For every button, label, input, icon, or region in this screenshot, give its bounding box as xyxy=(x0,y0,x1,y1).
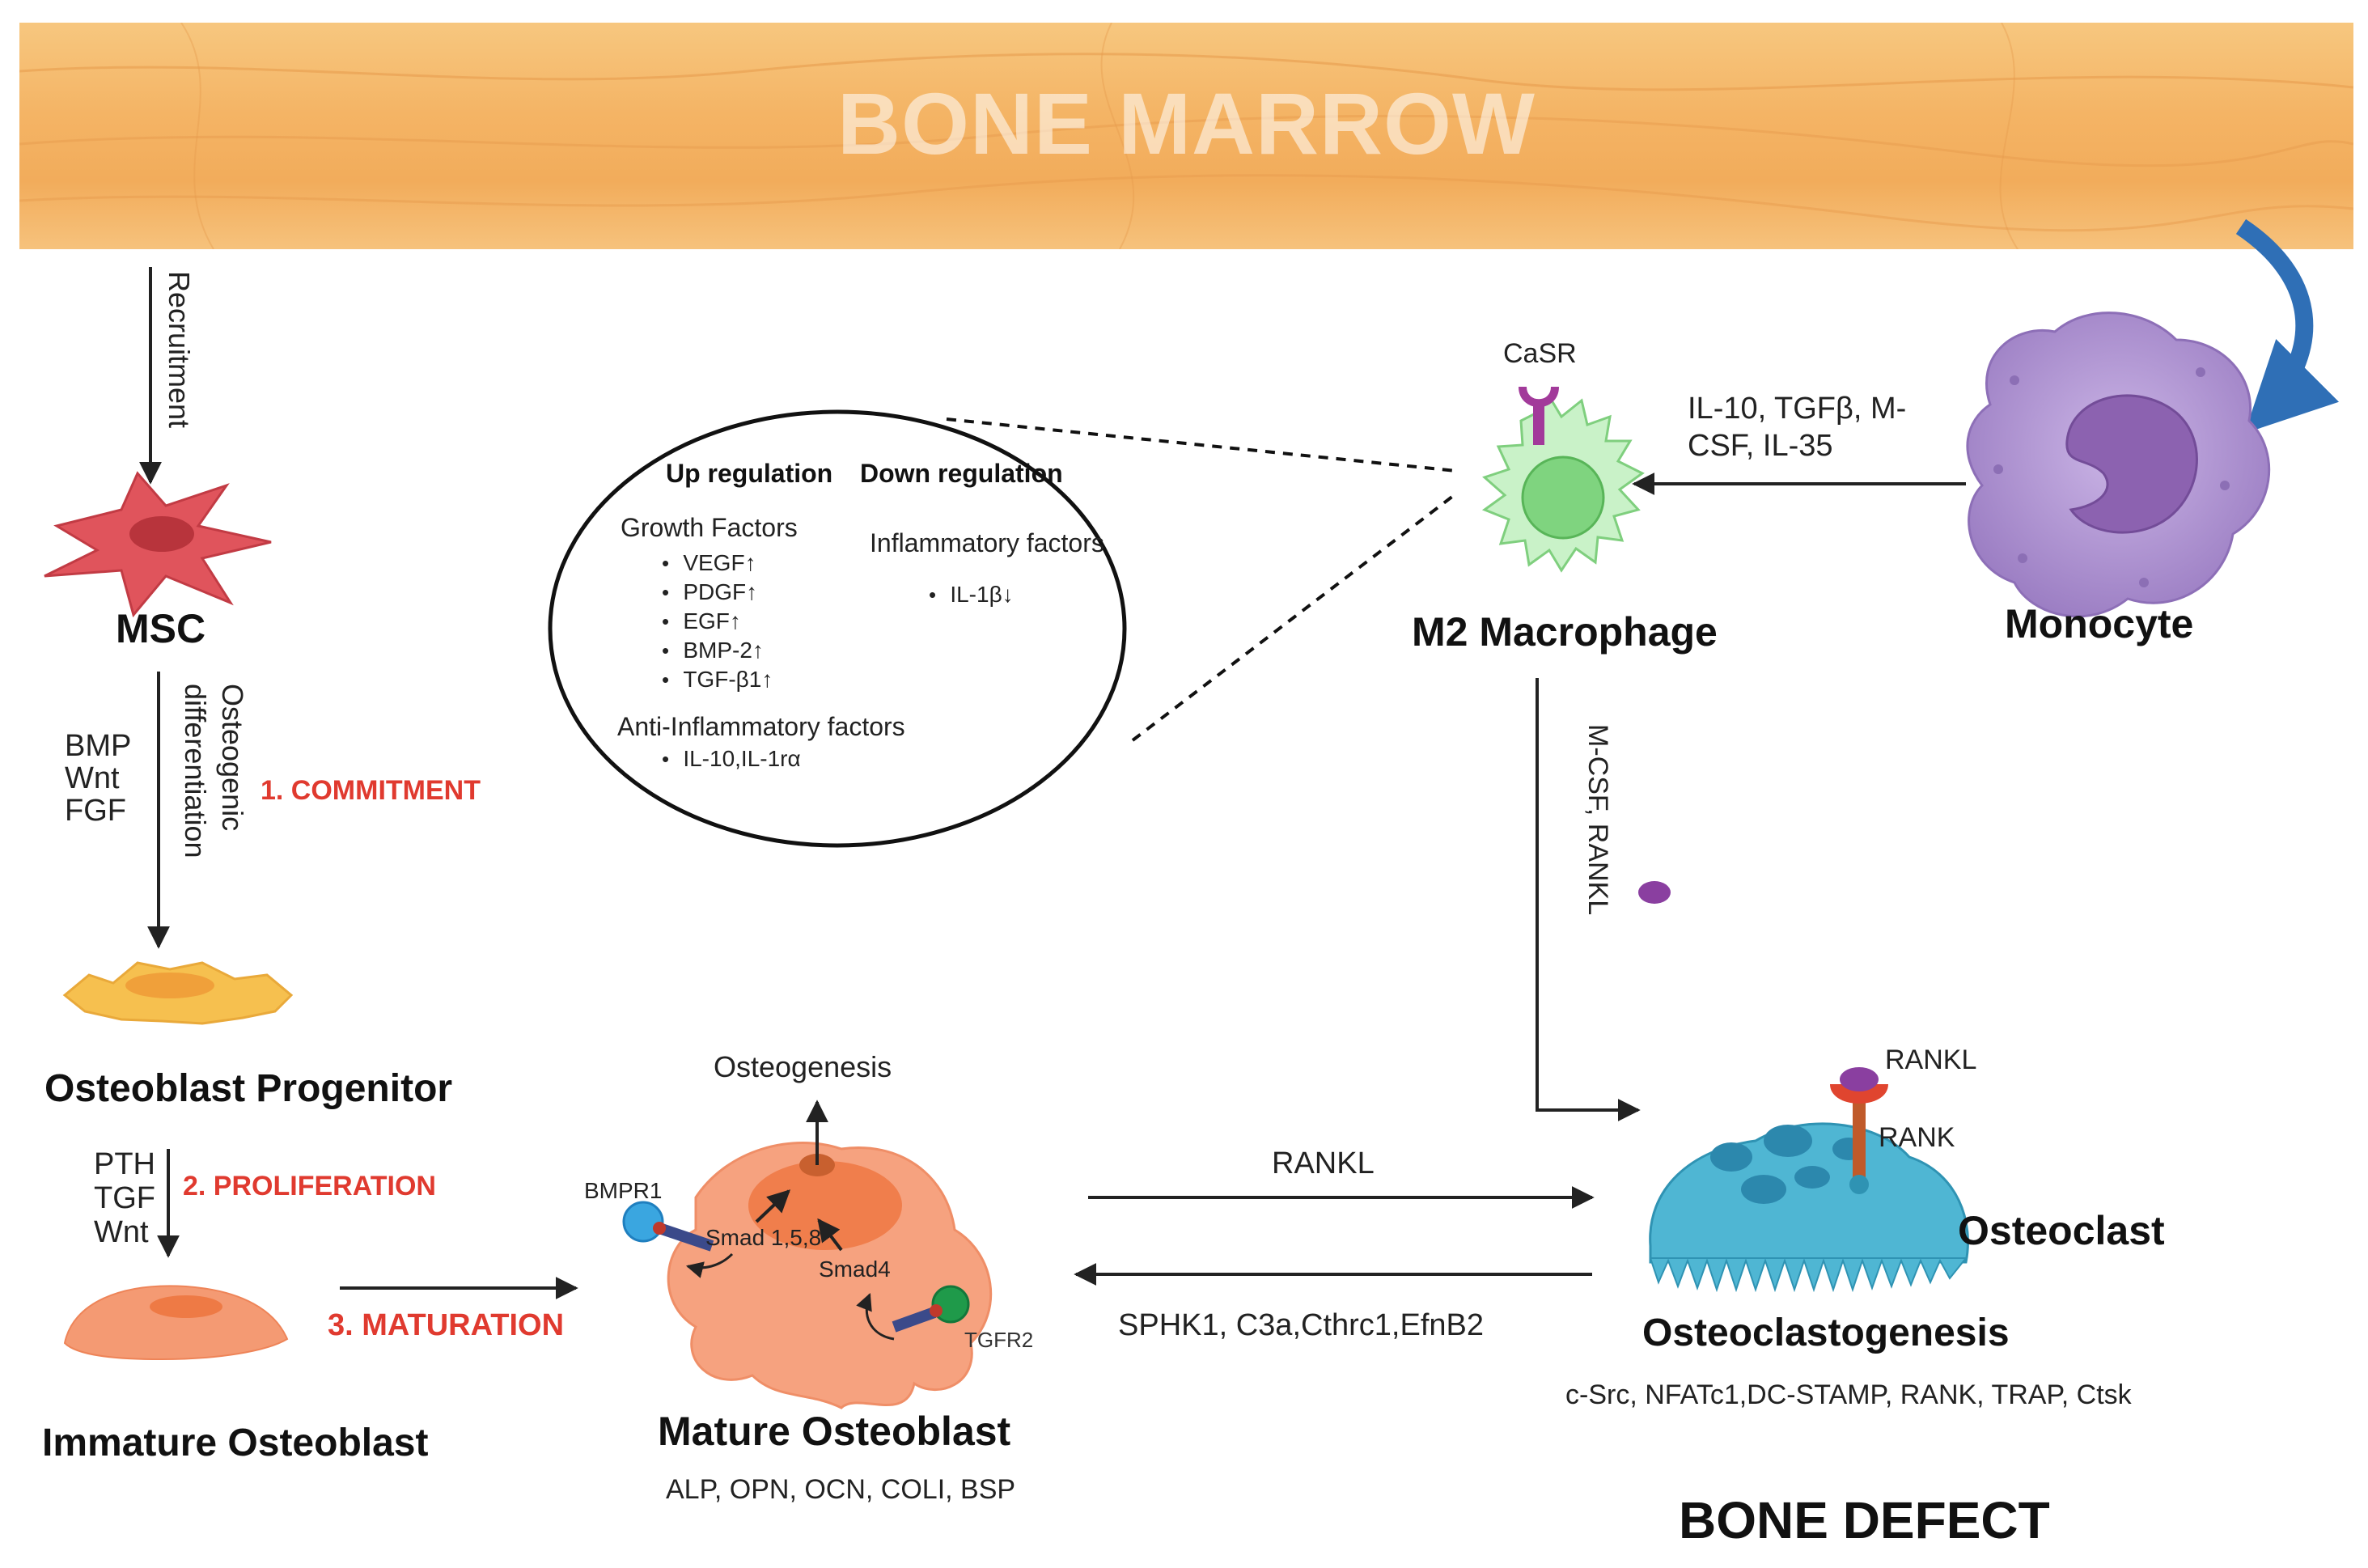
smad4-label: Smad4 xyxy=(819,1257,891,1282)
blue-curved-arrow xyxy=(2235,218,2340,434)
monocyte-signals: IL-10, TGFβ, M- CSF, IL-35 xyxy=(1688,390,1906,464)
recruitment-label: Recruitment xyxy=(163,271,196,429)
growth-item: BMP-2↑ xyxy=(662,636,773,665)
smad158-label: Smad 1,5,8 xyxy=(705,1225,822,1250)
banner-title: BONE MARROW xyxy=(837,74,1536,172)
inflammatory-factors-list: IL-1β↓ xyxy=(929,580,1013,609)
feedback-arrow-label: SPHK1, C3a,Cthrc1,EfnB2 xyxy=(1118,1308,1484,1342)
osteoclast-rankl-label: RANKL xyxy=(1885,1045,1977,1075)
bmpr1-label: BMPR1 xyxy=(584,1178,663,1203)
growth-factors-title: Growth Factors xyxy=(621,513,798,542)
bone-defect-label: BONE DEFECT xyxy=(1679,1491,2050,1549)
factors1-list: BMP Wnt FGF xyxy=(65,730,131,827)
factor-pth: PTH xyxy=(94,1147,155,1181)
tgfr2-label: TGFR2 xyxy=(964,1328,1034,1352)
rankl-arrow-label: RANKL xyxy=(1272,1146,1375,1180)
osteoblast-progenitor-label: Osteoblast Progenitor xyxy=(44,1067,453,1110)
immature-osteoblast-label: Immature Osteoblast xyxy=(42,1422,429,1464)
osteogenic-label: Osteogenic xyxy=(216,684,249,832)
osteoclastogenesis-label: Osteoclastogenesis xyxy=(1642,1312,2010,1354)
osteoclast-markers-label: c-Src, NFATc1,DC-STAMP, RANK, TRAP, Ctsk xyxy=(1565,1379,2132,1410)
osteoclast-label: Osteoclast xyxy=(1958,1208,2165,1253)
factor-bmp: BMP xyxy=(65,729,132,763)
mature-osteoblast-label: Mature Osteoblast xyxy=(658,1409,1011,1454)
mature-osteoblast-cell xyxy=(622,1100,993,1409)
step-commitment: 1. COMMITMENT xyxy=(261,775,481,806)
mature-markers-label: ALP, OPN, OCN, COLI, BSP xyxy=(666,1474,1016,1505)
growth-item: VEGF↑ xyxy=(662,549,773,578)
growth-item: TGF-β1↑ xyxy=(662,665,773,694)
casr-label: CaSR xyxy=(1503,338,1577,369)
mcsf-rankl-label: M-CSF, RANKL xyxy=(1582,724,1613,916)
inflammatory-factors-title: Inflammatory factors xyxy=(870,528,1104,557)
banner-texture xyxy=(19,23,2353,249)
growth-item: EGF↑ xyxy=(662,607,773,636)
monocyte-cell xyxy=(1966,311,2271,618)
dashed-line-top xyxy=(946,417,1457,473)
factor-tgf: TGF xyxy=(94,1181,155,1215)
up-regulation-header: Up regulation xyxy=(666,459,833,488)
anti-inflammatory-list: IL-10,IL-1rα xyxy=(662,744,800,773)
macrophage-to-osteoclast-arrow xyxy=(1536,678,1641,1121)
regulation-ellipse xyxy=(548,409,1127,848)
factors2-list: PTH TGF Wnt xyxy=(94,1147,155,1249)
osteoblast-progenitor-cell xyxy=(62,961,294,1025)
growth-factors-list: VEGF↑ PDGF↑ EGF↑ BMP-2↑ TGF-β1↑ xyxy=(662,549,773,694)
rank-label: RANK xyxy=(1879,1122,1955,1153)
msc-label: MSC xyxy=(116,606,206,651)
m2-macrophage-cell xyxy=(1481,386,1645,573)
anti-inflammatory-item: IL-10,IL-1rα xyxy=(662,744,800,773)
growth-item: PDGF↑ xyxy=(662,578,773,607)
down-regulation-header: Down regulation xyxy=(860,459,1063,488)
factor-fgf: FGF xyxy=(65,794,126,828)
signals-line-1: IL-10, TGFβ, M- xyxy=(1688,392,1907,426)
step-proliferation: 2. PROLIFERATION xyxy=(183,1171,436,1201)
factor-wnt: Wnt xyxy=(65,761,120,795)
m2-macrophage-label: M2 Macrophage xyxy=(1412,609,1718,655)
inflammatory-item: IL-1β↓ xyxy=(929,580,1013,609)
differentiation-label: differentiation xyxy=(179,684,212,858)
anti-inflammatory-title: Anti-Inflammatory factors xyxy=(617,712,905,741)
rankl-molecule xyxy=(1638,881,1671,904)
bone-marrow-banner: BONE MARROW xyxy=(19,23,2353,249)
step-maturation: 3. MATURATION xyxy=(328,1308,565,1342)
osteogenesis-label: Osteogenesis xyxy=(714,1050,892,1083)
monocyte-label: Monocyte xyxy=(2005,601,2194,646)
msc-cell xyxy=(44,471,272,618)
factor-wnt2: Wnt xyxy=(94,1215,149,1249)
osteoclast-cell xyxy=(1649,1067,1969,1293)
immature-osteoblast-cell xyxy=(63,1285,289,1361)
signals-line-2: CSF, IL-35 xyxy=(1688,429,1833,463)
dashed-line-bottom xyxy=(1131,492,1458,742)
